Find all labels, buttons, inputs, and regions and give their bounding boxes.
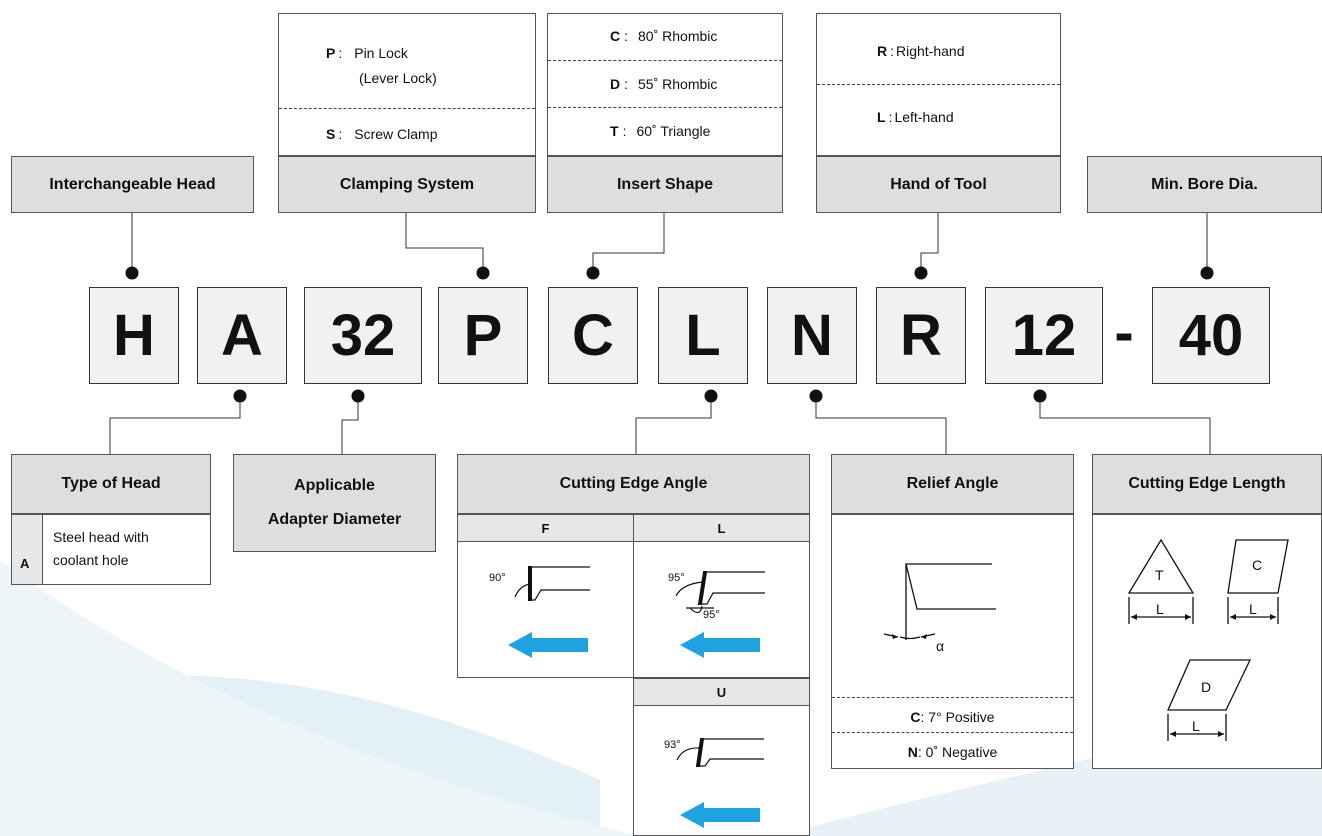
angle-label-l1: 95° (668, 572, 685, 584)
adapter-diameter-header: Applicable Adapter Diameter (233, 454, 436, 552)
option-label: Pin Lock (354, 45, 408, 61)
insert-shape-header: Insert Shape (547, 156, 783, 213)
hand-of-tool-header: Hand of Tool (816, 156, 1061, 213)
relief-angle-header: Relief Angle (831, 454, 1074, 514)
type-of-head-title: Type of Head (61, 475, 161, 492)
option-sep: : (624, 28, 629, 44)
type-of-head-table (11, 514, 211, 585)
clamping-option-p: P: Pin Lock (326, 45, 408, 61)
code-r: R (876, 287, 966, 384)
cutting-edge-angle-title: Cutting Edge Angle (559, 475, 708, 492)
option-label: 60˚ Triangle (636, 123, 711, 139)
relief-angle-body (831, 514, 1074, 769)
shape-c-letter: C (1252, 557, 1263, 573)
option-code: S (326, 126, 336, 142)
relief-option-c: C: 7° Positive (832, 709, 1073, 725)
cea-col-u-header: U (633, 678, 810, 706)
option-label: Screw Clamp (354, 126, 438, 142)
cea-col-f-header: F (457, 514, 634, 542)
option-code: C (610, 28, 621, 44)
interchangeable-head-header: Interchangeable Head (11, 156, 254, 213)
insert-option-t: T:60˚ Triangle (610, 123, 710, 139)
type-code: A (20, 556, 30, 571)
divider (817, 84, 1060, 85)
option-label: Left-hand (894, 109, 954, 125)
shape-d-letter: D (1201, 679, 1212, 695)
adapter-title-line1: Applicable (294, 477, 375, 494)
relief-option-n: N: 0˚ Negative (832, 744, 1073, 760)
divider (548, 107, 782, 108)
option-label: : 7° Positive (920, 709, 995, 725)
code-diameter: 32 (304, 287, 422, 384)
type-desc-line1: Steel head with (53, 529, 149, 545)
option-code: P (326, 45, 336, 61)
angle-label-f: 90° (489, 572, 506, 584)
relief-angle-title: Relief Angle (906, 475, 999, 492)
option-code: T (610, 123, 619, 139)
min-bore-header: Min. Bore Dia. (1087, 156, 1322, 213)
cea-col-l-header: L (633, 514, 810, 542)
code-p: P (438, 287, 528, 384)
divider (832, 697, 1073, 698)
relief-alpha: α (936, 638, 945, 654)
option-code: L (877, 109, 886, 125)
clamping-system-title: Clamping System (339, 175, 475, 193)
code-c: C (548, 287, 638, 384)
shape-t-letter: T (1155, 567, 1164, 583)
clamping-option-p-sub: (Lever Lock) (359, 70, 437, 86)
option-sep: : (338, 126, 343, 142)
angle-label-u: 93° (664, 739, 681, 751)
code-length: 12 (985, 287, 1103, 384)
option-sep: : (622, 123, 627, 139)
type-of-head-header: Type of Head (11, 454, 211, 514)
type-code-cell (12, 515, 43, 584)
option-code: C (910, 709, 921, 725)
option-sep: : (888, 109, 893, 125)
option-sep: : (624, 76, 629, 92)
shape-d-dim: L (1192, 718, 1200, 734)
adapter-title-line2: Adapter Diameter (267, 511, 402, 528)
code-h: H (89, 287, 179, 384)
option-code: R (877, 43, 888, 59)
clamping-option-s: S: Screw Clamp (326, 126, 437, 142)
code-separator: - (1114, 300, 1134, 365)
option-code: N (907, 744, 918, 760)
cutting-edge-length-header: Cutting Edge Length (1092, 454, 1322, 514)
option-code: D (610, 76, 621, 92)
insert-option-d: D:55˚ Rhombic (610, 76, 717, 92)
option-sep: : (890, 43, 895, 59)
hand-option-r: R:Right-hand (877, 43, 965, 59)
type-desc-line2: coolant hole (53, 552, 129, 568)
option-label: 80˚ Rhombic (638, 28, 718, 44)
insert-shape-options (547, 13, 783, 156)
clamping-system-header: Clamping System (278, 156, 536, 213)
code-bore: 40 (1152, 287, 1270, 384)
clamping-system-options (278, 13, 536, 156)
divider (832, 732, 1073, 733)
option-label: 55˚ Rhombic (638, 76, 718, 92)
angle-label-l2: 95° (703, 609, 720, 621)
code-a: A (197, 287, 287, 384)
option-sep: : (338, 45, 343, 61)
code-l: L (658, 287, 748, 384)
insert-option-c: C:80˚ Rhombic (610, 28, 717, 44)
hand-of-tool-title: Hand of Tool (890, 175, 987, 193)
min-bore-title: Min. Bore Dia. (1151, 175, 1258, 193)
option-label: : 0˚ Negative (917, 744, 998, 760)
divider (548, 60, 782, 61)
option-label: Right-hand (896, 43, 965, 59)
shape-c-dim: L (1249, 601, 1257, 617)
code-n: N (767, 287, 857, 384)
hand-option-l: L:Left-hand (877, 109, 954, 125)
shape-t-dim: L (1156, 601, 1164, 617)
interchangeable-head-title: Interchangeable Head (49, 175, 216, 193)
cutting-edge-length-title: Cutting Edge Length (1128, 475, 1286, 492)
divider (279, 108, 535, 109)
cutting-edge-angle-header: Cutting Edge Angle (457, 454, 810, 514)
insert-shape-title: Insert Shape (616, 175, 714, 193)
